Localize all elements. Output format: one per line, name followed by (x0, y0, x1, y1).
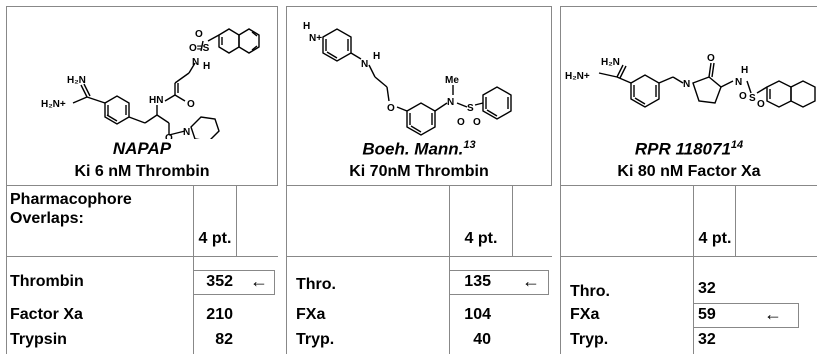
boeh-mann-benzenesulfonyl-ring (482, 86, 512, 120)
rpr-atom-o-ring: O (707, 53, 715, 64)
value-trypsin-3: 32 (698, 331, 716, 348)
target-trypsin-2: Tryp. (296, 331, 335, 348)
table-col-line-6 (560, 186, 561, 354)
boeh-mann-atom-o1: O (457, 117, 465, 128)
value-factor-xa-2: 104 (464, 306, 491, 323)
boeh-mann-phenyl-ring (406, 102, 436, 136)
rpr-atom-o2: O (757, 99, 765, 110)
rpr-atom-s: S (749, 93, 756, 104)
table-col-line-5 (512, 186, 513, 256)
napap-atom-o-carbonyl: O (187, 99, 195, 110)
napap-naphthalene-ring-b (238, 28, 260, 54)
selectivity-arrow-icon-3: ← (764, 304, 782, 324)
napap-atom-o-s: O=S (189, 43, 210, 54)
napap-structure: H₂N H₂N+ HN O N H O=S O O N (41, 28, 260, 139)
value-factor-xa-3: 59 (698, 306, 716, 323)
compound-name-rpr-118071: RPR 11807114 (634, 139, 744, 159)
rpr-atom-h: H (741, 65, 748, 76)
rpr-atom-h2n-top: H₂N (601, 57, 620, 68)
value-factor-xa-1: 210 (206, 306, 233, 323)
rpr-atom-nh: N (735, 77, 742, 88)
target-factor-xa-3: FXa (570, 306, 600, 323)
napap-atom-h-sulfonyl: H (203, 61, 210, 72)
table-col-line-7 (693, 186, 694, 354)
napap-atom-amidine-top: H₂N (67, 75, 86, 86)
overlap-count-3: 4 pt. (698, 230, 732, 247)
compound-ref-boeh-mann: 13 (463, 139, 476, 151)
boeh-mann-pyridine-ring (322, 28, 352, 62)
compound-ki-napap: Ki 6 nM Thrombin (74, 163, 210, 180)
value-thrombin-1: 352 (206, 273, 233, 290)
table-col-line-8 (735, 186, 736, 256)
compound-ki-boeh-mann: Ki 70nM Thrombin (349, 163, 489, 180)
napap-atom-n-sulfonyl: N (192, 57, 199, 68)
selectivity-arrow-icon-2: ← (522, 271, 540, 291)
pharmacophore-overlaps-label: Pharmacophore Overlaps: (10, 191, 132, 227)
marked-value-box-1 (193, 270, 275, 295)
napap-atom-n-piperidine: N (183, 127, 190, 138)
target-trypsin-3: Tryp. (570, 331, 609, 348)
compound-panel-rpr-118071: H₂N H₂N+ N O N H S O O RPR 11807114 Ki 8… (560, 6, 817, 186)
target-thrombin-1: Thrombin (10, 273, 84, 290)
table-col-line-3 (286, 186, 287, 354)
boeh-mann-atom-n-pyridine: N+ (309, 33, 322, 44)
rpr-naphthalene-ring-b (790, 80, 816, 108)
napap-atom-o-amide: O (165, 133, 173, 139)
compound-name-boeh-mann: Boeh. Mann.13 (362, 139, 476, 159)
rpr-118071-structure: H₂N H₂N+ N O N H S O O (565, 53, 816, 110)
boeh-mann-atom-s: S (467, 103, 474, 114)
value-thrombin-3: 32 (698, 280, 716, 297)
value-thrombin-2: 135 (464, 273, 491, 290)
rpr-atom-n-ring: N (683, 79, 690, 90)
compound-name-napap: NAPAP (112, 139, 172, 158)
boeh-mann-atom-me: Me (445, 75, 459, 86)
napap-piperidine-ring (190, 116, 220, 139)
selectivity-arrow-icon-1: ← (250, 271, 268, 291)
napap-atom-amidine-bottom: H₂N+ (41, 99, 66, 110)
rpr-benzene-ring (630, 74, 660, 108)
boeh-mann-atom-nh: N (361, 59, 368, 70)
target-factor-xa-2: FXa (296, 306, 326, 323)
table-line-header-bottom-2 (286, 256, 552, 257)
boeh-mann-atom-h-pyridine: H (303, 21, 310, 32)
overlap-count-2: 4 pt. (464, 230, 498, 247)
compound-ki-rpr-118071: Ki 80 nM Factor Xa (617, 163, 761, 180)
target-factor-xa-1: Factor Xa (10, 306, 83, 323)
target-thrombin-2: Thro. (296, 276, 336, 293)
boeh-mann-atom-o2: O (473, 117, 481, 128)
napap-atom-hn: HN (149, 95, 163, 106)
compound-panel-napap: H₂N H₂N+ HN O N H O=S O O N NAPAP Ki 6 n… (6, 6, 278, 186)
compound-panel-boeh-mann: H N+ N H O Me N S O O Boeh. Mann.13 Ki 7… (286, 6, 552, 186)
target-trypsin-1: Trypsin (10, 331, 67, 348)
boeh-mann-atom-n-sulfonyl: N (447, 97, 454, 108)
marked-value-box-2 (449, 270, 549, 295)
value-trypsin-1: 82 (215, 331, 233, 348)
table-line-header-bottom (6, 256, 278, 257)
target-thrombin-3: Thro. (570, 283, 610, 300)
rpr-atom-h2n-bottom: H₂N+ (565, 71, 590, 82)
value-trypsin-2: 40 (473, 331, 491, 348)
rpr-pyrrolidinone-ring (692, 76, 722, 104)
boeh-mann-atom-h: H (373, 51, 380, 62)
boeh-mann-atom-o-ether: O (387, 103, 395, 114)
napap-atom-o-s2: O (195, 29, 203, 40)
table-line-left (6, 186, 7, 354)
overlap-count-1: 4 pt. (198, 230, 232, 247)
compound-ref-rpr-118071: 14 (730, 139, 744, 151)
boeh-mann-structure: H N+ N H O Me N S O O (303, 21, 512, 136)
marked-value-box-3 (693, 303, 799, 328)
rpr-atom-o1: O (739, 91, 747, 102)
table-col-line-2 (236, 186, 237, 256)
table-line-header-bottom-3 (560, 256, 817, 257)
